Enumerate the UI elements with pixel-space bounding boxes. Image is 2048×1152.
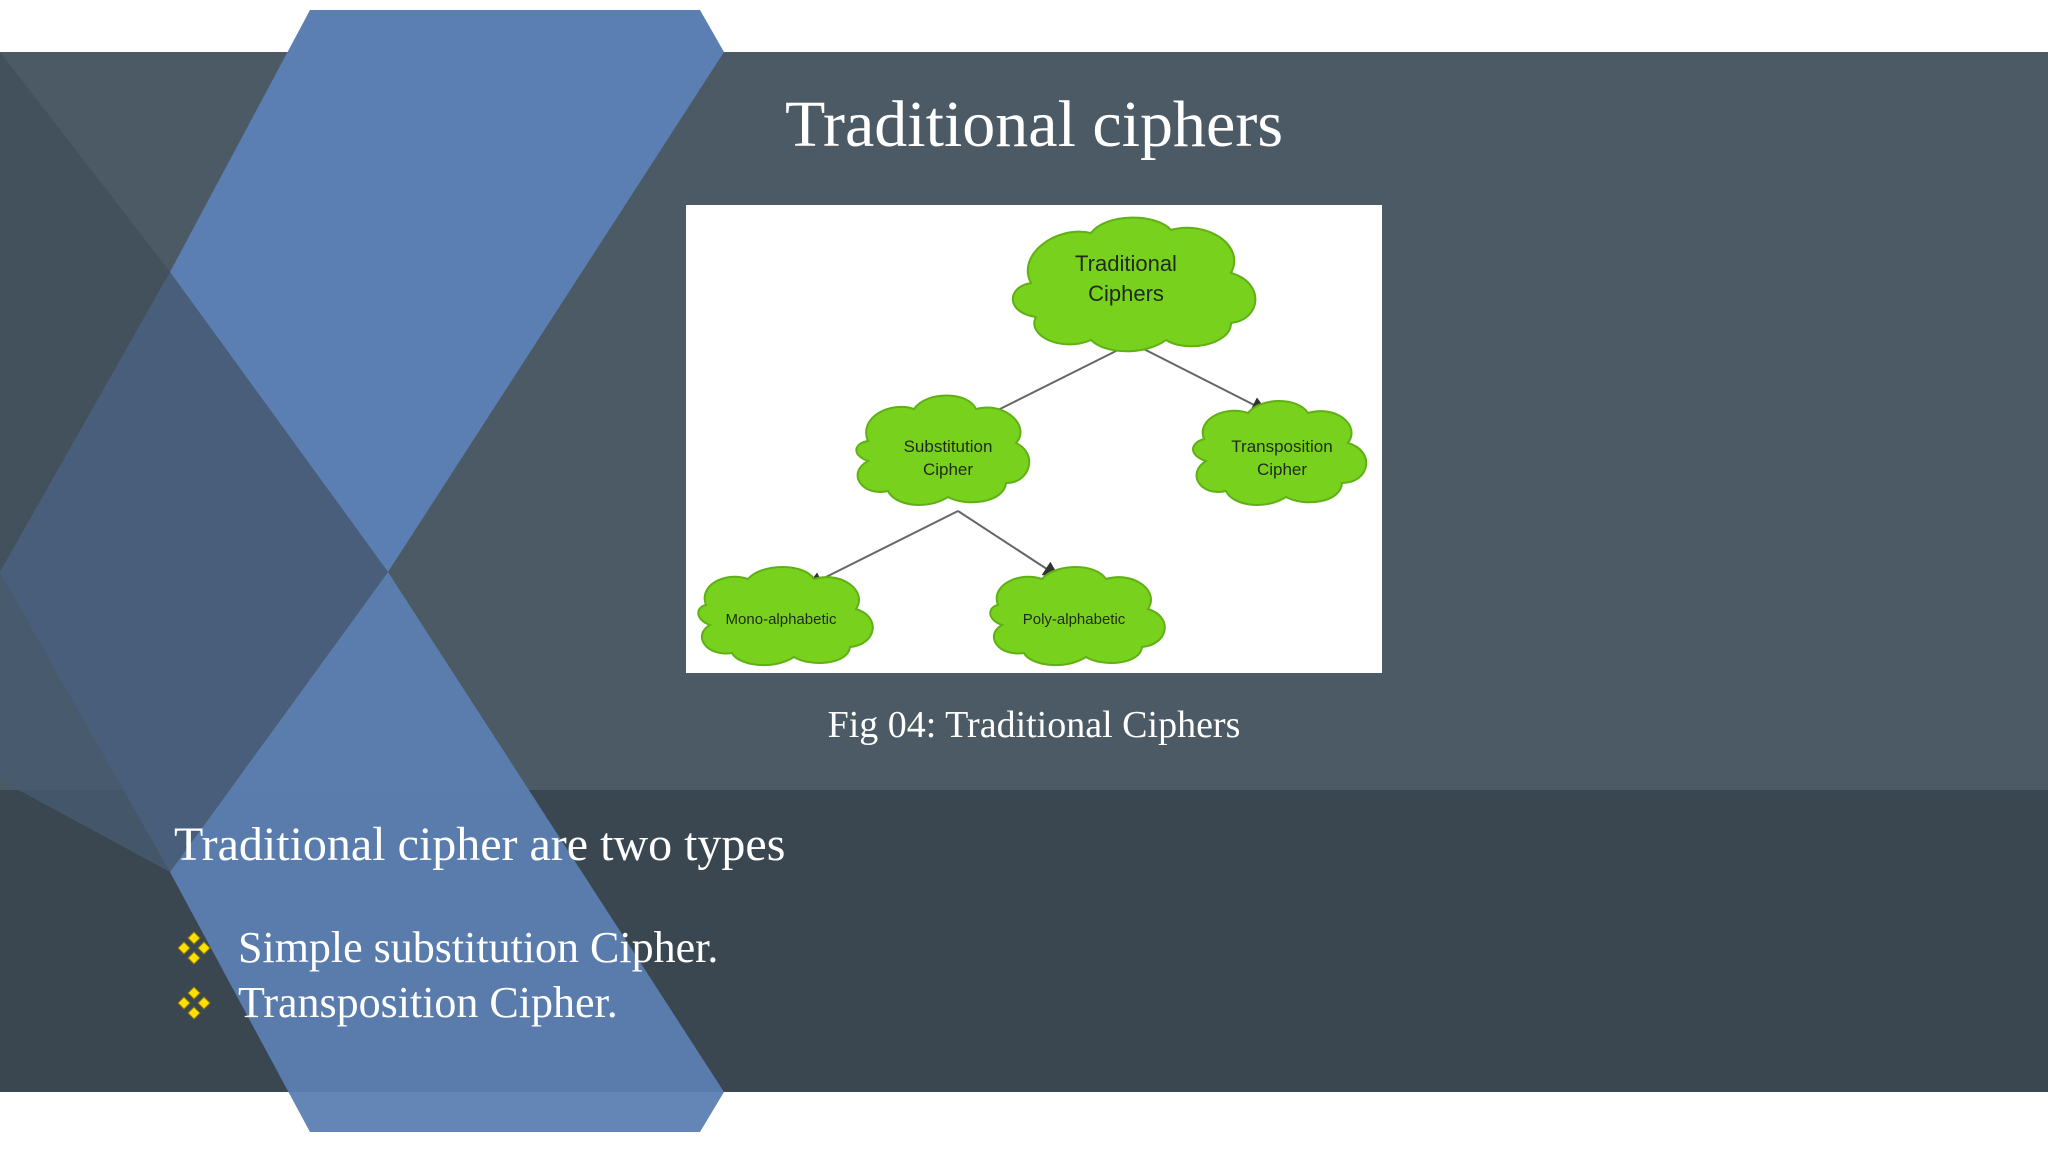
bullet-list: Simple substitution Cipher. Transpositio… (174, 920, 718, 1030)
cloud-poly: Poly-alphabetic (989, 566, 1166, 667)
slide-title: Traditional ciphers (785, 88, 1283, 161)
cipher-tree-figure: Traditional Ciphers Substitution Cipher … (686, 205, 1382, 673)
edge-root-transposition (1131, 342, 1268, 412)
tree-connectors (806, 342, 1268, 587)
root-label-line1: Traditional (1075, 251, 1177, 276)
figure-caption: Fig 04: Traditional Ciphers (827, 704, 1241, 746)
mono-label: Mono-alphabetic (726, 611, 837, 628)
cloud-mono: Mono-alphabetic (697, 566, 874, 667)
cloud-root: Traditional Ciphers (1011, 216, 1257, 353)
transposition-label-line1: Transposition (1231, 437, 1332, 456)
root-label-line2: Ciphers (1088, 281, 1164, 306)
cloud-transposition: Transposition Cipher (1192, 400, 1368, 506)
substitution-label-line2: Cipher (923, 460, 973, 479)
four-diamond-bullet-icon (177, 985, 211, 1020)
bullet-text: Transposition Cipher. (238, 978, 618, 1027)
cipher-tree-diagram: Traditional Ciphers Substitution Cipher … (697, 216, 1368, 667)
four-diamond-bullet-icon (177, 930, 211, 965)
bullet-item: Transposition Cipher. (174, 975, 718, 1030)
edge-substitution-mono (806, 510, 959, 587)
transposition-label-line2: Cipher (1257, 460, 1307, 479)
bullet-text: Simple substitution Cipher. (238, 923, 719, 972)
poly-label: Poly-alphabetic (1023, 611, 1126, 628)
cloud-substitution: Substitution Cipher (855, 394, 1031, 506)
substitution-label-line1: Substitution (904, 437, 993, 456)
edge-root-substitution (974, 342, 1133, 422)
bullet-item: Simple substitution Cipher. (174, 920, 718, 975)
edge-substitution-poly (957, 510, 1060, 578)
intro-text: Traditional cipher are two types (174, 818, 786, 871)
